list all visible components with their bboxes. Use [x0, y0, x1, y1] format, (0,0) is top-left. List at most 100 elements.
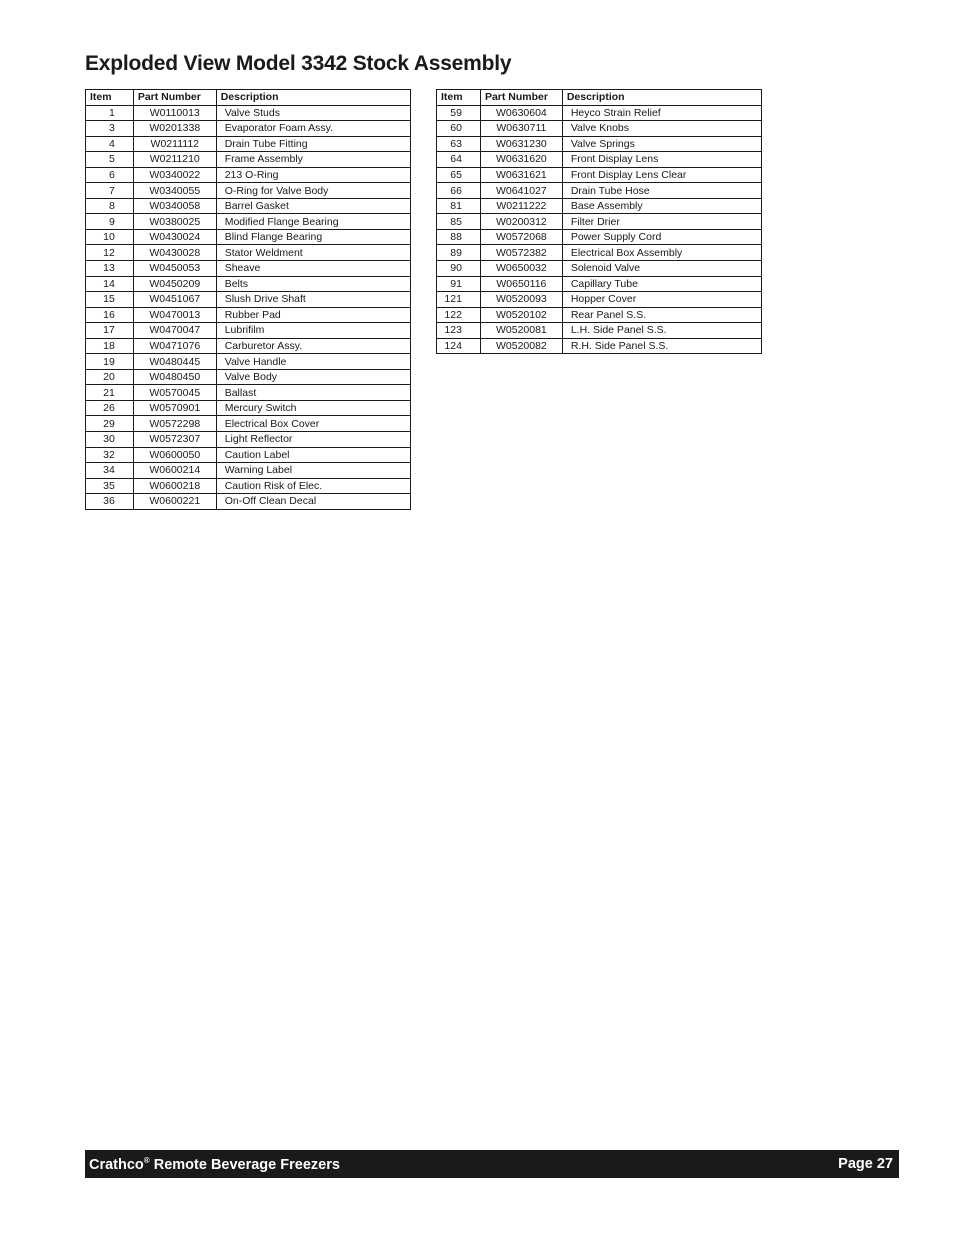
cell-item: 90 — [436, 260, 481, 277]
cell-description: Sheave — [215, 260, 412, 277]
cell-description: Slush Drive Shaft — [215, 291, 412, 308]
cell-item: 12 — [85, 244, 134, 262]
cell-item: 9 — [85, 213, 134, 230]
cell-item: 121 — [436, 291, 481, 308]
cell-part-number: W0570901 — [132, 399, 217, 417]
cell-description: Valve Knobs — [561, 120, 763, 137]
cell-item: 88 — [436, 228, 481, 246]
exploded-view-diagram — [95, 392, 885, 1042]
cell-description: Lubrifilm — [215, 322, 412, 339]
cell-item: 14 — [85, 275, 134, 293]
cell-item: 6 — [85, 166, 134, 184]
cell-description: Caution Label — [215, 446, 412, 464]
footer-subtitle: Remote Beverage Freezers — [149, 1156, 340, 1173]
cell-description: On-Off Clean Decal — [215, 493, 412, 510]
cell-item: 64 — [436, 151, 481, 168]
column-header-description: Description — [561, 89, 763, 106]
cell-item: 123 — [436, 322, 481, 339]
cell-item: 66 — [436, 182, 481, 199]
cell-part-number: W0200312 — [479, 213, 563, 230]
cell-description: R.H. Side Panel S.S. — [561, 337, 763, 355]
cell-description: Drain Tube Fitting — [215, 135, 412, 153]
cell-item: 3 — [85, 120, 134, 137]
footer-brand: Crathco® Remote Beverage Freezers — [89, 1156, 340, 1173]
cell-part-number: W0340022 — [132, 166, 217, 184]
cell-item: 1 — [85, 104, 134, 122]
cell-description: Base Assembly — [561, 197, 763, 215]
cell-description: O-Ring for Valve Body — [215, 182, 412, 199]
cell-item: 17 — [85, 322, 134, 339]
cell-part-number: W0572382 — [479, 244, 563, 262]
cell-description: Solenoid Valve — [561, 260, 763, 277]
cell-part-number: W0572298 — [132, 415, 217, 433]
cell-description: Carburetor Assy. — [215, 337, 412, 355]
page-number: Page 27 — [838, 1156, 893, 1172]
column-header-part-number: Part Number — [479, 89, 563, 106]
cell-item: 65 — [436, 166, 481, 184]
cell-part-number: W0631620 — [479, 151, 563, 168]
cell-description: Drain Tube Hose — [561, 182, 763, 199]
cell-part-number: W0631230 — [479, 135, 563, 153]
cell-part-number: W0480445 — [132, 353, 217, 370]
cell-part-number: W0211222 — [479, 197, 563, 215]
cell-item: 18 — [85, 337, 134, 355]
cell-item: 91 — [436, 275, 481, 293]
cell-description: Caution Risk of Elec. — [215, 477, 412, 495]
cell-item: 8 — [85, 197, 134, 215]
cell-description: Evaporator Foam Assy. — [215, 120, 412, 137]
cell-part-number: W0450209 — [132, 275, 217, 293]
cell-description: Electrical Box Cover — [215, 415, 412, 433]
cell-item: 16 — [85, 306, 134, 324]
cell-part-number: W0650032 — [479, 260, 563, 277]
cell-part-number: W0572068 — [479, 228, 563, 246]
cell-description: Power Supply Cord — [561, 228, 763, 246]
cell-item: 60 — [436, 120, 481, 137]
footer-brand-name: Crathco — [89, 1156, 144, 1173]
cell-item: 7 — [85, 182, 134, 199]
cell-part-number: W0211210 — [132, 151, 217, 168]
cell-description: Valve Springs — [561, 135, 763, 153]
cell-description: Warning Label — [215, 462, 412, 479]
cell-part-number: W0631621 — [479, 166, 563, 184]
cell-part-number: W0470013 — [132, 306, 217, 324]
cell-description: Hopper Cover — [561, 291, 763, 308]
cell-description: Heyco Strain Relief — [561, 104, 763, 122]
cell-description: L.H. Side Panel S.S. — [561, 322, 763, 339]
cell-part-number: W0450053 — [132, 260, 217, 277]
cell-part-number: W0520102 — [479, 306, 563, 324]
cell-item: 19 — [85, 353, 134, 370]
registered-mark: ® — [143, 1155, 150, 1165]
table-header-row: Item Part Number Description — [85, 89, 412, 106]
cell-description: Barrel Gasket — [215, 197, 412, 215]
cell-description: Rear Panel S.S. — [561, 306, 763, 324]
column-header-item: Item — [436, 89, 481, 106]
cell-item: 20 — [85, 368, 134, 386]
column-header-item: Item — [85, 89, 134, 106]
table-header-row: Item Part Number Description — [436, 89, 763, 106]
cell-part-number: W0471076 — [132, 337, 217, 355]
cell-description: 213 O-Ring — [215, 166, 412, 184]
cell-item: 13 — [85, 260, 134, 277]
